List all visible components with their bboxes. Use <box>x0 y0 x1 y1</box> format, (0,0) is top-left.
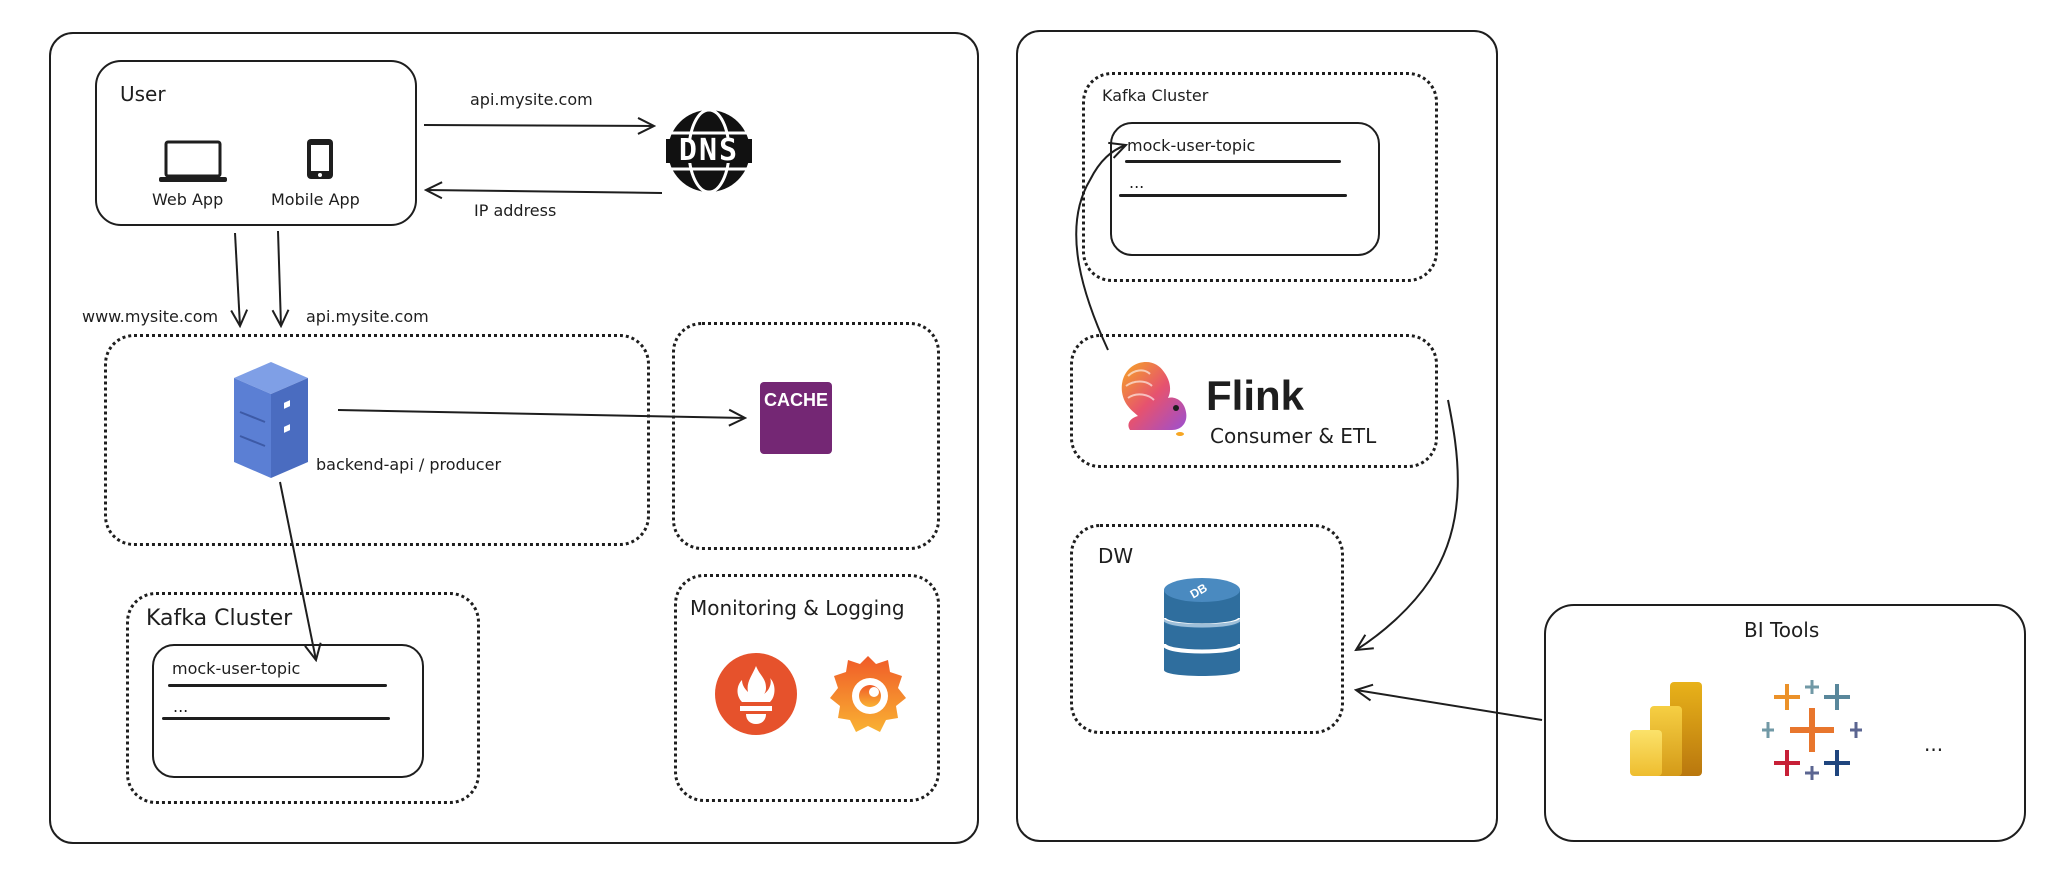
middle-panel <box>1016 30 1498 842</box>
database-icon <box>1162 578 1242 676</box>
server-icon <box>234 362 308 478</box>
dns-to-user-arrow <box>426 190 663 193</box>
tableau-icon <box>1762 680 1862 780</box>
flink-to-dw-arrow <box>1356 399 1459 650</box>
bi-to-dw-arrow <box>1356 690 1543 721</box>
kafka-left-topic-box[interactable] <box>152 644 424 778</box>
monitoring-box[interactable] <box>674 574 940 802</box>
flink-name: Flink <box>1206 372 1305 419</box>
mobile-phone-icon <box>307 139 333 179</box>
web-app-label: Web App <box>152 190 224 209</box>
kafka-left-title: Kafka Cluster <box>146 606 293 631</box>
user-to-dns-arrow <box>423 125 654 126</box>
flink-box[interactable] <box>1070 334 1438 468</box>
backend-to-kafka-arrow <box>279 481 316 660</box>
mobile-app-label: Mobile App <box>271 190 360 209</box>
dns-response-label: IP address <box>474 201 557 220</box>
backend-box[interactable] <box>104 334 650 546</box>
dns-text: DNS <box>678 133 740 168</box>
backend-to-cache-arrow <box>337 410 745 418</box>
grafana-icon <box>830 656 906 732</box>
flink-squirrel-icon <box>1121 362 1187 436</box>
api-edge-label: api.mysite.com <box>306 307 429 326</box>
dns-request-label: api.mysite.com <box>470 90 593 109</box>
cache-icon: CACHE <box>760 382 832 454</box>
kafka-right-more: ... <box>1129 173 1145 192</box>
bi-tools-more: ... <box>1924 732 1944 756</box>
kafka-right-more-line <box>1119 194 1347 197</box>
bi-tools-title: BI Tools <box>1744 618 1820 642</box>
kafka-left-topic-label: mock-user-topic <box>172 659 301 678</box>
kafka-cluster-right[interactable] <box>1082 72 1438 282</box>
cache-text: CACHE <box>763 390 828 410</box>
monitoring-title: Monitoring & Logging <box>690 596 905 620</box>
kafka-left-topic-line <box>168 684 387 687</box>
kafka-left-more: ... <box>173 697 189 716</box>
kafka-left-more-line <box>162 717 390 720</box>
kafka-right-topic-box[interactable] <box>1110 122 1380 256</box>
user-www-arrow <box>235 232 240 326</box>
user-api-arrow <box>278 230 281 326</box>
kafka-right-topic-label: mock-user-topic <box>1127 136 1256 155</box>
dw-title: DW <box>1098 544 1134 568</box>
kafka-right-title: Kafka Cluster <box>1102 86 1209 105</box>
left-panel <box>49 32 979 844</box>
user-box[interactable] <box>95 60 417 226</box>
prometheus-icon <box>715 653 797 735</box>
flink-subtitle: Consumer & ETL <box>1210 424 1377 448</box>
user-box-title: User <box>120 82 166 106</box>
laptop-icon <box>159 140 227 182</box>
backend-label: backend-api / producer <box>316 455 502 474</box>
dw-box[interactable] <box>1070 524 1344 734</box>
www-edge-label: www.mysite.com <box>82 307 219 326</box>
power-bi-icon <box>1630 682 1702 776</box>
flink-to-kafka-arrow <box>1075 145 1126 351</box>
dns-globe-icon: DNS <box>666 108 752 194</box>
bi-tools-panel <box>1544 604 2026 842</box>
kafka-right-topic-line <box>1125 160 1341 163</box>
cache-box[interactable] <box>672 322 940 550</box>
